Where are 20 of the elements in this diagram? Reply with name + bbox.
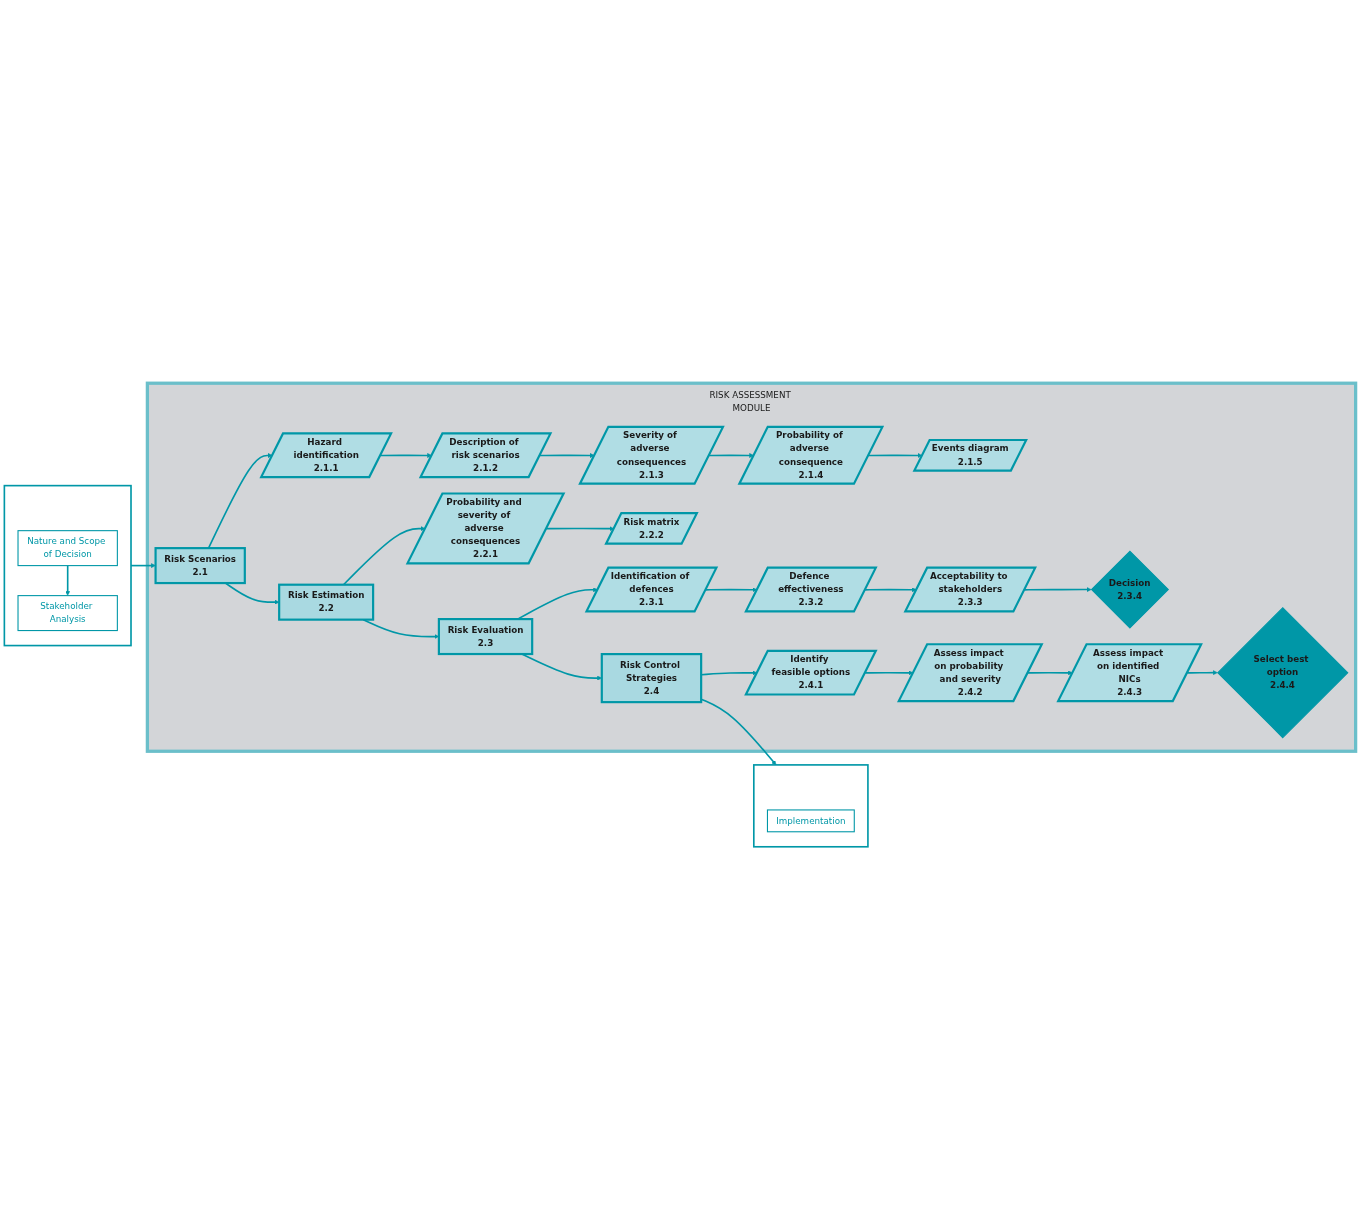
arrow [1027, 670, 1073, 676]
node-box: Nature and Scope of Decision [17, 530, 118, 567]
node-diamond: Decision 2.3.4 [1090, 550, 1170, 629]
arrow [864, 670, 914, 676]
arrow [864, 587, 917, 593]
node-box: Risk Control Strategies 2.4 [600, 653, 703, 704]
arrow [539, 453, 595, 458]
arrow [65, 564, 71, 596]
arrow [545, 526, 615, 532]
node-box: Risk Scenarios 2.1 [154, 547, 246, 585]
cluster [3, 484, 132, 647]
node-diamond: Select best option 2.4.4 [1217, 606, 1349, 739]
arrow [207, 453, 273, 549]
node-box: Implementation [766, 809, 855, 833]
node-box: Stakeholder Analysis [17, 595, 118, 632]
arrow [700, 698, 777, 766]
node-box: Risk Estimation 2.2 [278, 583, 375, 621]
cluster [753, 764, 869, 848]
arrow [1186, 670, 1218, 676]
node-box: Risk Evaluation 2.3 [437, 618, 534, 656]
